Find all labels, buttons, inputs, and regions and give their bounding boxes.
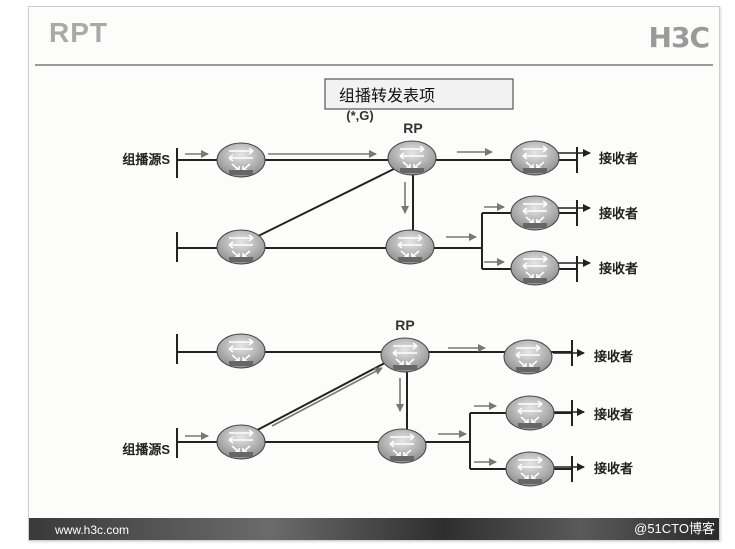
bottom-source-label: 组播源S: [122, 442, 170, 457]
top-router-lower-mid: [385, 229, 435, 265]
top-rp-label: RP: [403, 120, 422, 136]
top-router-lower-left: [216, 229, 266, 265]
top-receiver-1: 接收者: [599, 151, 638, 166]
top-router-rx3: [510, 250, 560, 286]
bottom-router-lower-mid: [377, 428, 427, 464]
top-link-diagonal: [241, 159, 413, 245]
bottom-receiver-3: 接收者: [594, 461, 633, 476]
header-divider: [35, 64, 713, 66]
bottom-receiver-2: 接收者: [594, 407, 633, 422]
top-receiver-2: 接收者: [599, 206, 638, 221]
bottom-router-rp: [380, 337, 430, 373]
bottom-flow-arrow-register: [271, 367, 383, 427]
bottom-router-rx2: [505, 395, 555, 431]
slide-title: RPT: [49, 17, 108, 48]
bottom-scenario: 组播源S RP 接收者 接收者 接收者: [122, 317, 633, 487]
bottom-rp-label: RP: [395, 317, 414, 333]
top-router-rx1: [510, 140, 560, 176]
h3c-logo: H3C: [648, 21, 710, 54]
forwarding-table-label: 组播转发表项: [339, 87, 435, 105]
top-scenario: 组播源S RP 接收者 接收者 接收者: [122, 120, 638, 286]
bottom-link-diagonal: [241, 353, 403, 439]
bottom-receiver-1: 接收者: [594, 349, 633, 364]
top-receiver-3: 接收者: [599, 261, 638, 276]
bottom-router-source: [216, 424, 266, 460]
footer-url: www.h3c.com: [55, 523, 130, 537]
bottom-router-upper-left: [216, 333, 266, 369]
top-router-rx2: [510, 195, 560, 231]
watermark: @51CTO博客: [634, 521, 715, 536]
bottom-router-rx3: [505, 451, 555, 487]
top-router-source: [216, 142, 266, 178]
bottom-router-rx1: [503, 339, 553, 375]
top-router-rp: [387, 140, 437, 176]
footer-bar: www.h3c.com @51CTO博客: [29, 518, 719, 540]
top-source-label: 组播源S: [122, 152, 170, 167]
entry-label: (*,G): [346, 108, 373, 123]
forwarding-table-box: [324, 78, 514, 110]
